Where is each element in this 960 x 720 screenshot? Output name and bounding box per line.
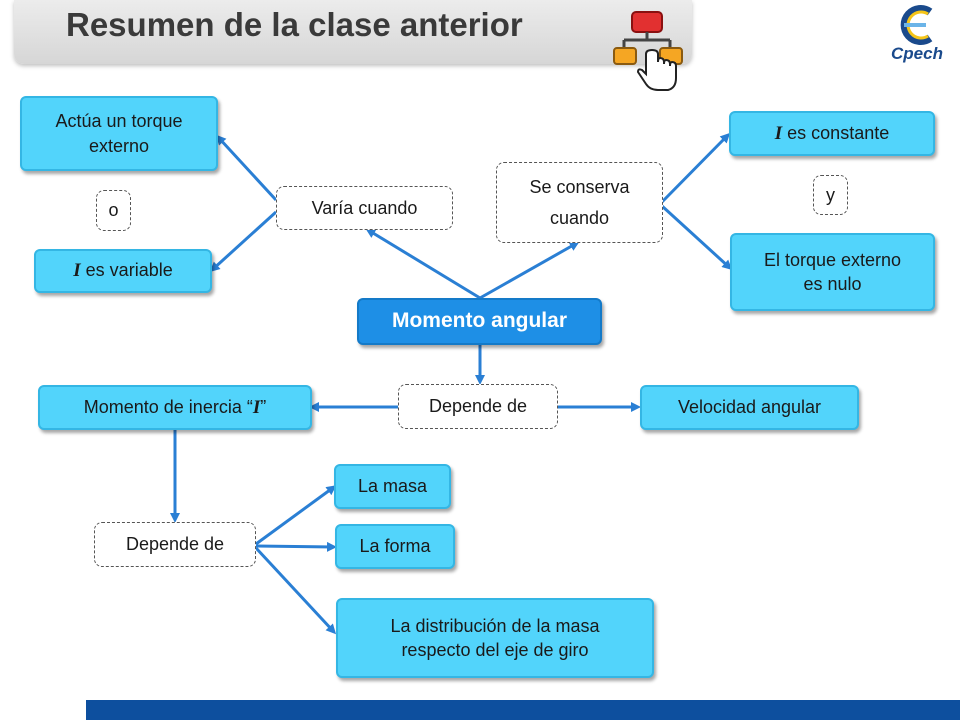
arrow-conserva-to-torquenulo [660, 204, 733, 271]
arrow-depende2-to-forma [255, 541, 337, 552]
node-la-masa: La masa [334, 464, 451, 509]
node-torque-externo-label: Actúa un torque externo [55, 111, 183, 156]
node-se-conserva-label: Se conserva cuando [529, 176, 630, 228]
node-varia-cuando-label: Varía cuando [311, 197, 418, 218]
node-torque-nulo-label: El torque externo es nulo [763, 249, 902, 294]
arrow-center-to-conserva [479, 241, 580, 300]
node-momento-inercia-pre: Momento de inercia “ [83, 396, 253, 417]
node-velocidad-angular: Velocidad angular [640, 385, 859, 430]
node-la-forma: La forma [335, 524, 455, 569]
node-i-constante: I es constante [729, 111, 935, 156]
inertia-symbol: I [73, 260, 81, 282]
node-y: y [813, 175, 848, 215]
inertia-symbol: I [774, 122, 783, 144]
node-i-constante-label: I es constante [775, 121, 889, 147]
node-torque-externo: Actúa un torque externo [20, 96, 218, 171]
arrow-conserva-to-iconstante [660, 132, 731, 204]
node-distribucion: La distribución de la masa respecto del … [336, 598, 654, 678]
arrow-depende2-to-distribucion [254, 546, 337, 635]
node-la-forma-label: La forma [359, 536, 431, 557]
cpech-logo: Cpech [884, 4, 950, 66]
node-o: o [96, 190, 131, 231]
node-i-variable: I es variable [34, 249, 212, 293]
node-depende-de-1: Depende de [398, 384, 558, 429]
node-distribucion-label: La distribución de la masa respecto del … [390, 615, 600, 660]
node-y-label: y [826, 184, 835, 205]
node-momento-inercia: Momento de inercia “I” [38, 385, 312, 430]
inertia-symbol: I [252, 396, 261, 418]
concept-map-hand-icon [613, 11, 683, 91]
node-o-label: o [108, 200, 119, 221]
node-depende-de-2: Depende de [94, 522, 256, 567]
title-bar: Resumen de la clase anterior [14, 0, 692, 91]
node-se-conserva: Se conserva cuando [496, 162, 663, 243]
node-i-constante-text: es constante [782, 122, 890, 143]
node-varia-cuando: Varía cuando [276, 186, 453, 230]
page-title: Resumen de la clase anterior [66, 6, 523, 43]
node-i-variable-label: I es variable [73, 258, 172, 284]
arrow-center-to-varia [365, 228, 481, 300]
node-la-masa-label: La masa [357, 476, 428, 497]
node-momento-inercia-label: Momento de inercia “I” [84, 395, 266, 421]
node-depende-de-2-label: Depende de [125, 534, 225, 555]
arrow-varia-to-torque [215, 134, 278, 202]
node-torque-nulo: El torque externo es nulo [730, 233, 935, 311]
node-momento-inercia-post: ” [260, 396, 267, 417]
logo-text: Cpech [891, 44, 943, 63]
node-i-variable-text: es variable [80, 260, 173, 281]
footer-bar [86, 700, 960, 720]
node-momento-angular-label: Momento angular [391, 309, 567, 333]
node-velocidad-angular-label: Velocidad angular [677, 397, 822, 418]
cpech-logo-icon [900, 5, 933, 45]
node-depende-de-1-label: Depende de [428, 396, 528, 417]
node-momento-angular: Momento angular [357, 298, 602, 345]
arrow-depende2-to-masa [255, 485, 337, 546]
arrow-varia-to-ivariable [209, 210, 278, 273]
